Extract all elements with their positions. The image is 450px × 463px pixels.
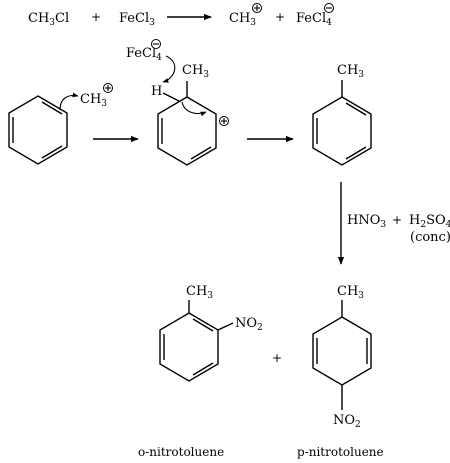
product-methyl-cation: CH3 <box>229 11 256 28</box>
reactant-methyl-chloride: CH3Cl <box>28 11 69 28</box>
hydrogen-atom: H <box>151 84 162 99</box>
electrophile-methyl-cation: CH3 <box>80 92 107 109</box>
nitro-group: NO2 <box>333 413 361 430</box>
nitro-group: NO2 <box>235 316 263 333</box>
curved-arrow <box>181 101 207 117</box>
product-tetrachloroferrate: FeCl4 <box>296 11 332 28</box>
methyl-group: CH3 <box>186 284 213 301</box>
reagent-sulfuric-acid: H2SO4 <box>409 213 450 230</box>
plus-sign: + <box>272 351 282 365</box>
negative-charge-icon <box>151 39 161 49</box>
methyl-group: CH3 <box>337 63 364 80</box>
toluene-molecule: CH3 <box>312 63 372 166</box>
methyl-group: CH3 <box>182 63 209 80</box>
positive-charge-icon <box>219 116 229 126</box>
plus-sign: + <box>392 213 402 227</box>
product-name-para: p-nitrotoluene <box>297 445 384 459</box>
para-nitrotoluene-molecule: CH3 NO2 <box>312 284 372 430</box>
ortho-nitrotoluene-molecule: CH3 NO2 <box>159 284 263 382</box>
reactant-ferric-chloride: FeCl3 <box>119 11 155 28</box>
benzene-molecule <box>8 95 68 165</box>
step1-equation: CH3Cl + FeCl3 CH3 + FeCl4 <box>28 3 334 28</box>
positive-charge-icon <box>252 3 262 13</box>
curved-arrow <box>59 92 79 111</box>
reagent-nitric-acid: HNO3 <box>347 213 386 230</box>
plus-sign: + <box>91 10 101 24</box>
product-name-ortho: o-nitrotoluene <box>138 445 224 459</box>
plus-sign: + <box>275 10 285 24</box>
negative-charge-icon <box>324 3 334 13</box>
curved-arrow <box>162 55 176 83</box>
tetrachloroferrate-ion: FeCl4 <box>126 46 162 63</box>
methyl-group: CH3 <box>337 284 364 301</box>
positive-charge-icon <box>103 83 113 93</box>
sigma-complex: FeCl4 H CH3 <box>126 39 229 166</box>
reaction-condition: (conc) <box>410 230 450 245</box>
